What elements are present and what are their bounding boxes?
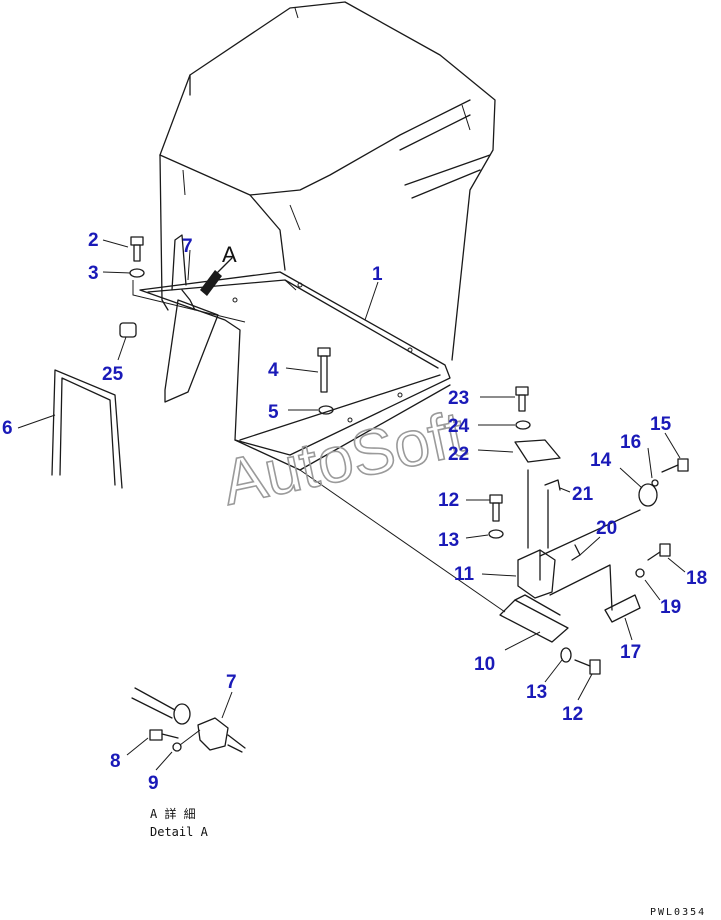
- bolt-4: [317, 347, 331, 393]
- switch-assembly: [517, 469, 641, 611]
- callout-13-lower: 13: [526, 682, 547, 703]
- callout-21: 21: [572, 484, 594, 505]
- callout-5: 5: [268, 402, 279, 423]
- view-marker: A: [222, 242, 237, 267]
- bolt-2: [130, 236, 144, 262]
- callout-1: 1: [372, 264, 383, 285]
- u-handle: [51, 369, 123, 489]
- guide-line: [299, 469, 506, 613]
- knob-14: [638, 483, 658, 507]
- callout-7-detail: 7: [226, 672, 237, 693]
- floor-frame: [139, 271, 451, 471]
- detail-a-drawing: [131, 687, 246, 753]
- callout-22: 22: [448, 444, 469, 465]
- washer-5: [318, 405, 334, 415]
- callout-15: 15: [650, 414, 672, 435]
- callout-8: 8: [110, 751, 121, 772]
- callout-25: 25: [102, 364, 124, 385]
- callout-4: 4: [268, 360, 279, 381]
- callout-12-upper: 12: [438, 490, 459, 511]
- callout-19: 19: [660, 597, 681, 618]
- callout-13-upper: 13: [438, 530, 459, 551]
- callout-17: 17: [620, 642, 641, 663]
- washer-19: [635, 568, 645, 578]
- leader-lines: [17, 239, 686, 771]
- callout-12-lower: 12: [562, 704, 583, 725]
- callout-11: 11: [454, 564, 475, 585]
- washer-13-upper: [488, 529, 504, 539]
- callout-18: 18: [686, 568, 707, 589]
- callout-9: 9: [148, 773, 159, 794]
- bolt-15: [661, 458, 689, 473]
- rubber-cap: [119, 322, 137, 338]
- bracket-10: [499, 594, 569, 643]
- plate-22: [514, 439, 561, 463]
- left-bracket: [164, 234, 219, 403]
- clamp-17: [604, 594, 641, 623]
- callout-20: 20: [596, 518, 617, 539]
- callout-3: 3: [88, 263, 99, 284]
- bolt-12-lower: [574, 659, 601, 675]
- bolt-23: [515, 386, 529, 412]
- view-arrow: [200, 257, 233, 296]
- washer-3: [129, 268, 145, 278]
- detail-caption-jp: A 詳 細: [150, 806, 196, 821]
- bolt-18: [647, 543, 671, 561]
- washer-16: [651, 479, 659, 487]
- bolt-12-upper: [489, 494, 503, 522]
- callout-23: 23: [448, 388, 469, 409]
- washer-24: [515, 420, 531, 430]
- callout-7-main: 7: [182, 236, 193, 257]
- callout-10: 10: [474, 654, 495, 675]
- callout-labels: 1 2 3 4 5 6 7 7 8 9 10 11 12 12 13 13 14…: [2, 230, 707, 794]
- washer-13-lower: [560, 647, 572, 663]
- drawing-number: PWL0354: [650, 907, 706, 918]
- callout-14: 14: [590, 450, 612, 471]
- callout-24: 24: [448, 416, 470, 437]
- callout-6: 6: [2, 418, 13, 439]
- callout-2: 2: [88, 230, 99, 251]
- cover-housing: [159, 1, 496, 361]
- detail-caption-en: Detail A: [150, 825, 209, 839]
- callout-16: 16: [620, 432, 641, 453]
